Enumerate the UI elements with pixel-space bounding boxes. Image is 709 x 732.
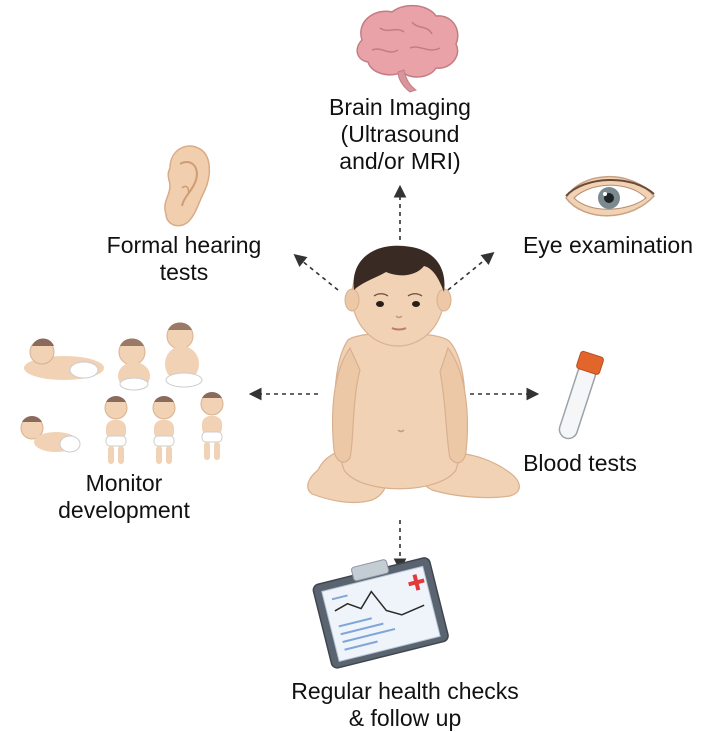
eye-label-line-1: Eye examination bbox=[508, 232, 708, 259]
hearing-tests-label: Formal hearing tests bbox=[84, 232, 284, 286]
brain-label-line-2: (Ultrasound bbox=[300, 121, 500, 148]
hearing-label-line-2: tests bbox=[84, 259, 284, 286]
brain-icon bbox=[357, 6, 458, 92]
ear-icon bbox=[165, 146, 210, 226]
checks-label-line-1: Regular health checks bbox=[255, 678, 555, 705]
arrow-to-hearing bbox=[296, 256, 338, 290]
hearing-label-line-1: Formal hearing bbox=[84, 232, 284, 259]
brain-label-line-1: Brain Imaging bbox=[300, 94, 500, 121]
eye-icon bbox=[566, 177, 654, 216]
blood-test-tube-icon bbox=[554, 351, 604, 442]
brain-imaging-label: Brain Imaging (Ultrasound and/or MRI) bbox=[300, 94, 500, 175]
baby-development-stages-icon bbox=[21, 323, 223, 465]
blood-tests-label: Blood tests bbox=[500, 450, 660, 477]
brain-label-line-3: and/or MRI) bbox=[300, 148, 500, 175]
checks-label-line-2: & follow up bbox=[255, 705, 555, 732]
clipboard-chart-icon bbox=[310, 549, 449, 669]
health-checks-label: Regular health checks & follow up bbox=[255, 678, 555, 732]
baby-sitting-icon bbox=[308, 246, 520, 503]
monitor-development-label: Monitor development bbox=[24, 470, 224, 524]
blood-label-line-1: Blood tests bbox=[500, 450, 660, 477]
development-label-line-1: Monitor bbox=[24, 470, 224, 497]
development-label-line-2: development bbox=[24, 497, 224, 524]
eye-examination-label: Eye examination bbox=[508, 232, 708, 259]
arrow-to-eye bbox=[448, 254, 492, 290]
